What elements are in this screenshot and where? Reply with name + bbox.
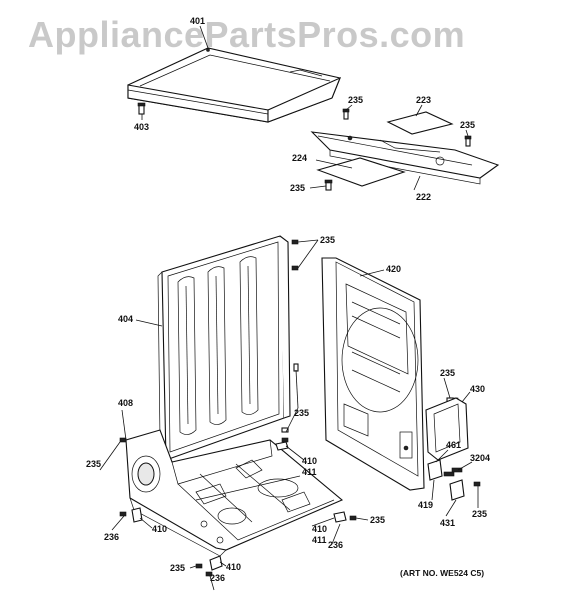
callout-235-cabinet: 235 <box>320 235 335 245</box>
callout-236-a: 236 <box>104 532 119 542</box>
callout-235-front: 235 <box>170 563 185 573</box>
callout-431: 431 <box>440 518 455 528</box>
callout-411-a: 411 <box>302 467 317 477</box>
callout-235-bracket: 235 <box>294 408 309 418</box>
callout-235-vent-left: 235 <box>290 183 305 193</box>
front-panel <box>321 257 425 491</box>
callout-410-d: 410 <box>226 562 241 572</box>
callout-235-panel: 235 <box>440 368 455 378</box>
callout-410-a: 410 <box>302 456 317 466</box>
callout-235-bottom: 235 <box>370 515 385 525</box>
top-cover <box>127 47 342 123</box>
filter-pad-top <box>386 111 454 135</box>
base <box>125 429 344 557</box>
callout-408: 408 <box>118 398 133 408</box>
callout-222: 222 <box>416 192 431 202</box>
hinges-and-feet <box>119 437 357 577</box>
art-number: (ART NO. WE524 C5) <box>400 568 484 578</box>
callout-410-b: 410 <box>152 524 167 534</box>
callout-420: 420 <box>386 264 401 274</box>
top-cover-screw <box>137 102 146 115</box>
callout-235-left: 235 <box>86 459 101 469</box>
callout-235-vent-top: 235 <box>348 95 363 105</box>
callout-236-c: 236 <box>328 540 343 550</box>
callout-430: 430 <box>470 384 485 394</box>
callout-235-switch: 235 <box>472 509 487 519</box>
callout-401: 401 <box>190 16 205 26</box>
switch-assembly <box>427 459 481 501</box>
callout-419: 419 <box>418 500 433 510</box>
callout-461: 461 <box>446 440 461 450</box>
callout-236-d: 236 <box>210 573 225 583</box>
watermark: AppliancePartsPros.com <box>28 14 466 55</box>
callout-411-c: 411 <box>312 535 327 545</box>
callout-labels: 401 403 235 223 235 224 235 222 235 420 … <box>86 16 490 583</box>
callout-224: 224 <box>292 153 307 163</box>
callout-410-c: 410 <box>312 524 327 534</box>
vent-duct <box>310 131 500 185</box>
cabinet <box>157 235 291 461</box>
access-cover <box>425 397 469 461</box>
callout-404: 404 <box>118 314 133 324</box>
callout-403: 403 <box>134 122 149 132</box>
leader-lines <box>99 25 479 591</box>
callout-3204: 3204 <box>470 453 490 463</box>
callout-223: 223 <box>416 95 431 105</box>
callout-235-vent-right: 235 <box>460 120 475 130</box>
